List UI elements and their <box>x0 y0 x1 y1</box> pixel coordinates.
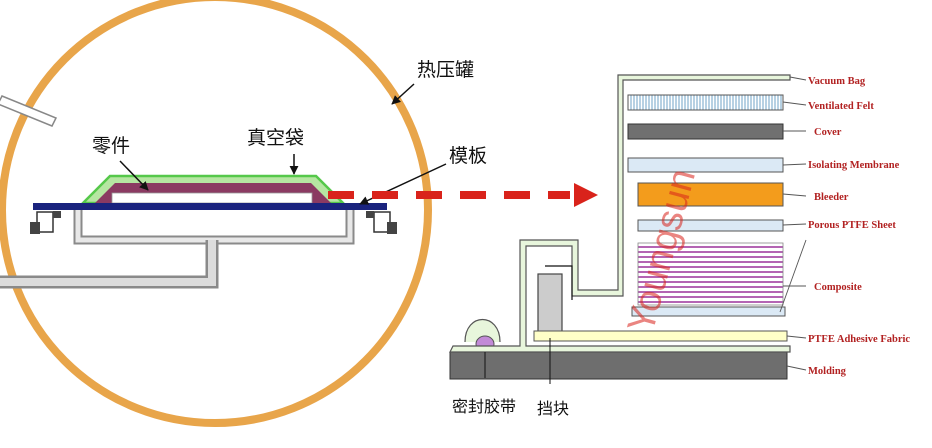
layer-porous-ptfe-sheet <box>637 219 784 232</box>
autoclave-vessel <box>0 0 432 427</box>
transition-arrow <box>328 183 598 207</box>
molding-base <box>449 351 788 380</box>
vacuum-bag-film <box>449 74 791 353</box>
label-part: 零件 <box>92 135 130 157</box>
left-clamp <box>30 211 61 234</box>
label-layer-ventilated-felt: Ventilated Felt <box>808 101 874 112</box>
layer-ventilated-felt <box>627 94 784 111</box>
dam-block <box>537 273 563 339</box>
layer-bleeder <box>637 182 784 207</box>
label-vacuum-bag: 真空袋 <box>247 127 304 149</box>
dam-wire <box>545 265 573 300</box>
part-core <box>111 192 313 204</box>
leader-lines <box>779 76 807 371</box>
label-layer-porous-ptfe-sheet: Porous PTFE Sheet <box>808 220 896 231</box>
inlet-pipe <box>0 95 58 127</box>
layer-cover <box>627 123 784 140</box>
label-layer-cover: Cover <box>814 127 842 138</box>
layer-composite <box>637 242 784 306</box>
pointer-part <box>119 160 149 191</box>
label-sealant-tape: 密封胶带 <box>452 397 516 416</box>
label-autoclave: 热压罐 <box>417 59 474 81</box>
label-mold-plate: 模板 <box>449 145 487 167</box>
label-layer-bleeder: Bleeder <box>814 192 849 203</box>
sealant-tape-cover <box>464 318 501 343</box>
label-layer-molding: Molding <box>808 366 847 377</box>
label-layer-ptfe-adhesive-fabric: PTFE Adhesive Fabric <box>808 334 910 345</box>
label-layer-vacuum-bag: Vacuum Bag <box>808 76 866 87</box>
layer-isolating-membrane <box>627 157 784 173</box>
right-clamp <box>366 211 397 234</box>
label-layer-composite: Composite <box>814 282 862 293</box>
mold-plate <box>33 203 387 210</box>
outlet-pipe-inner <box>0 240 216 286</box>
pointer-autoclave <box>391 83 415 105</box>
layer-lower-ptfe <box>631 306 786 317</box>
label-dam: 挡块 <box>537 399 569 418</box>
label-layer-isolating-membrane: Isolating Membrane <box>808 160 900 171</box>
